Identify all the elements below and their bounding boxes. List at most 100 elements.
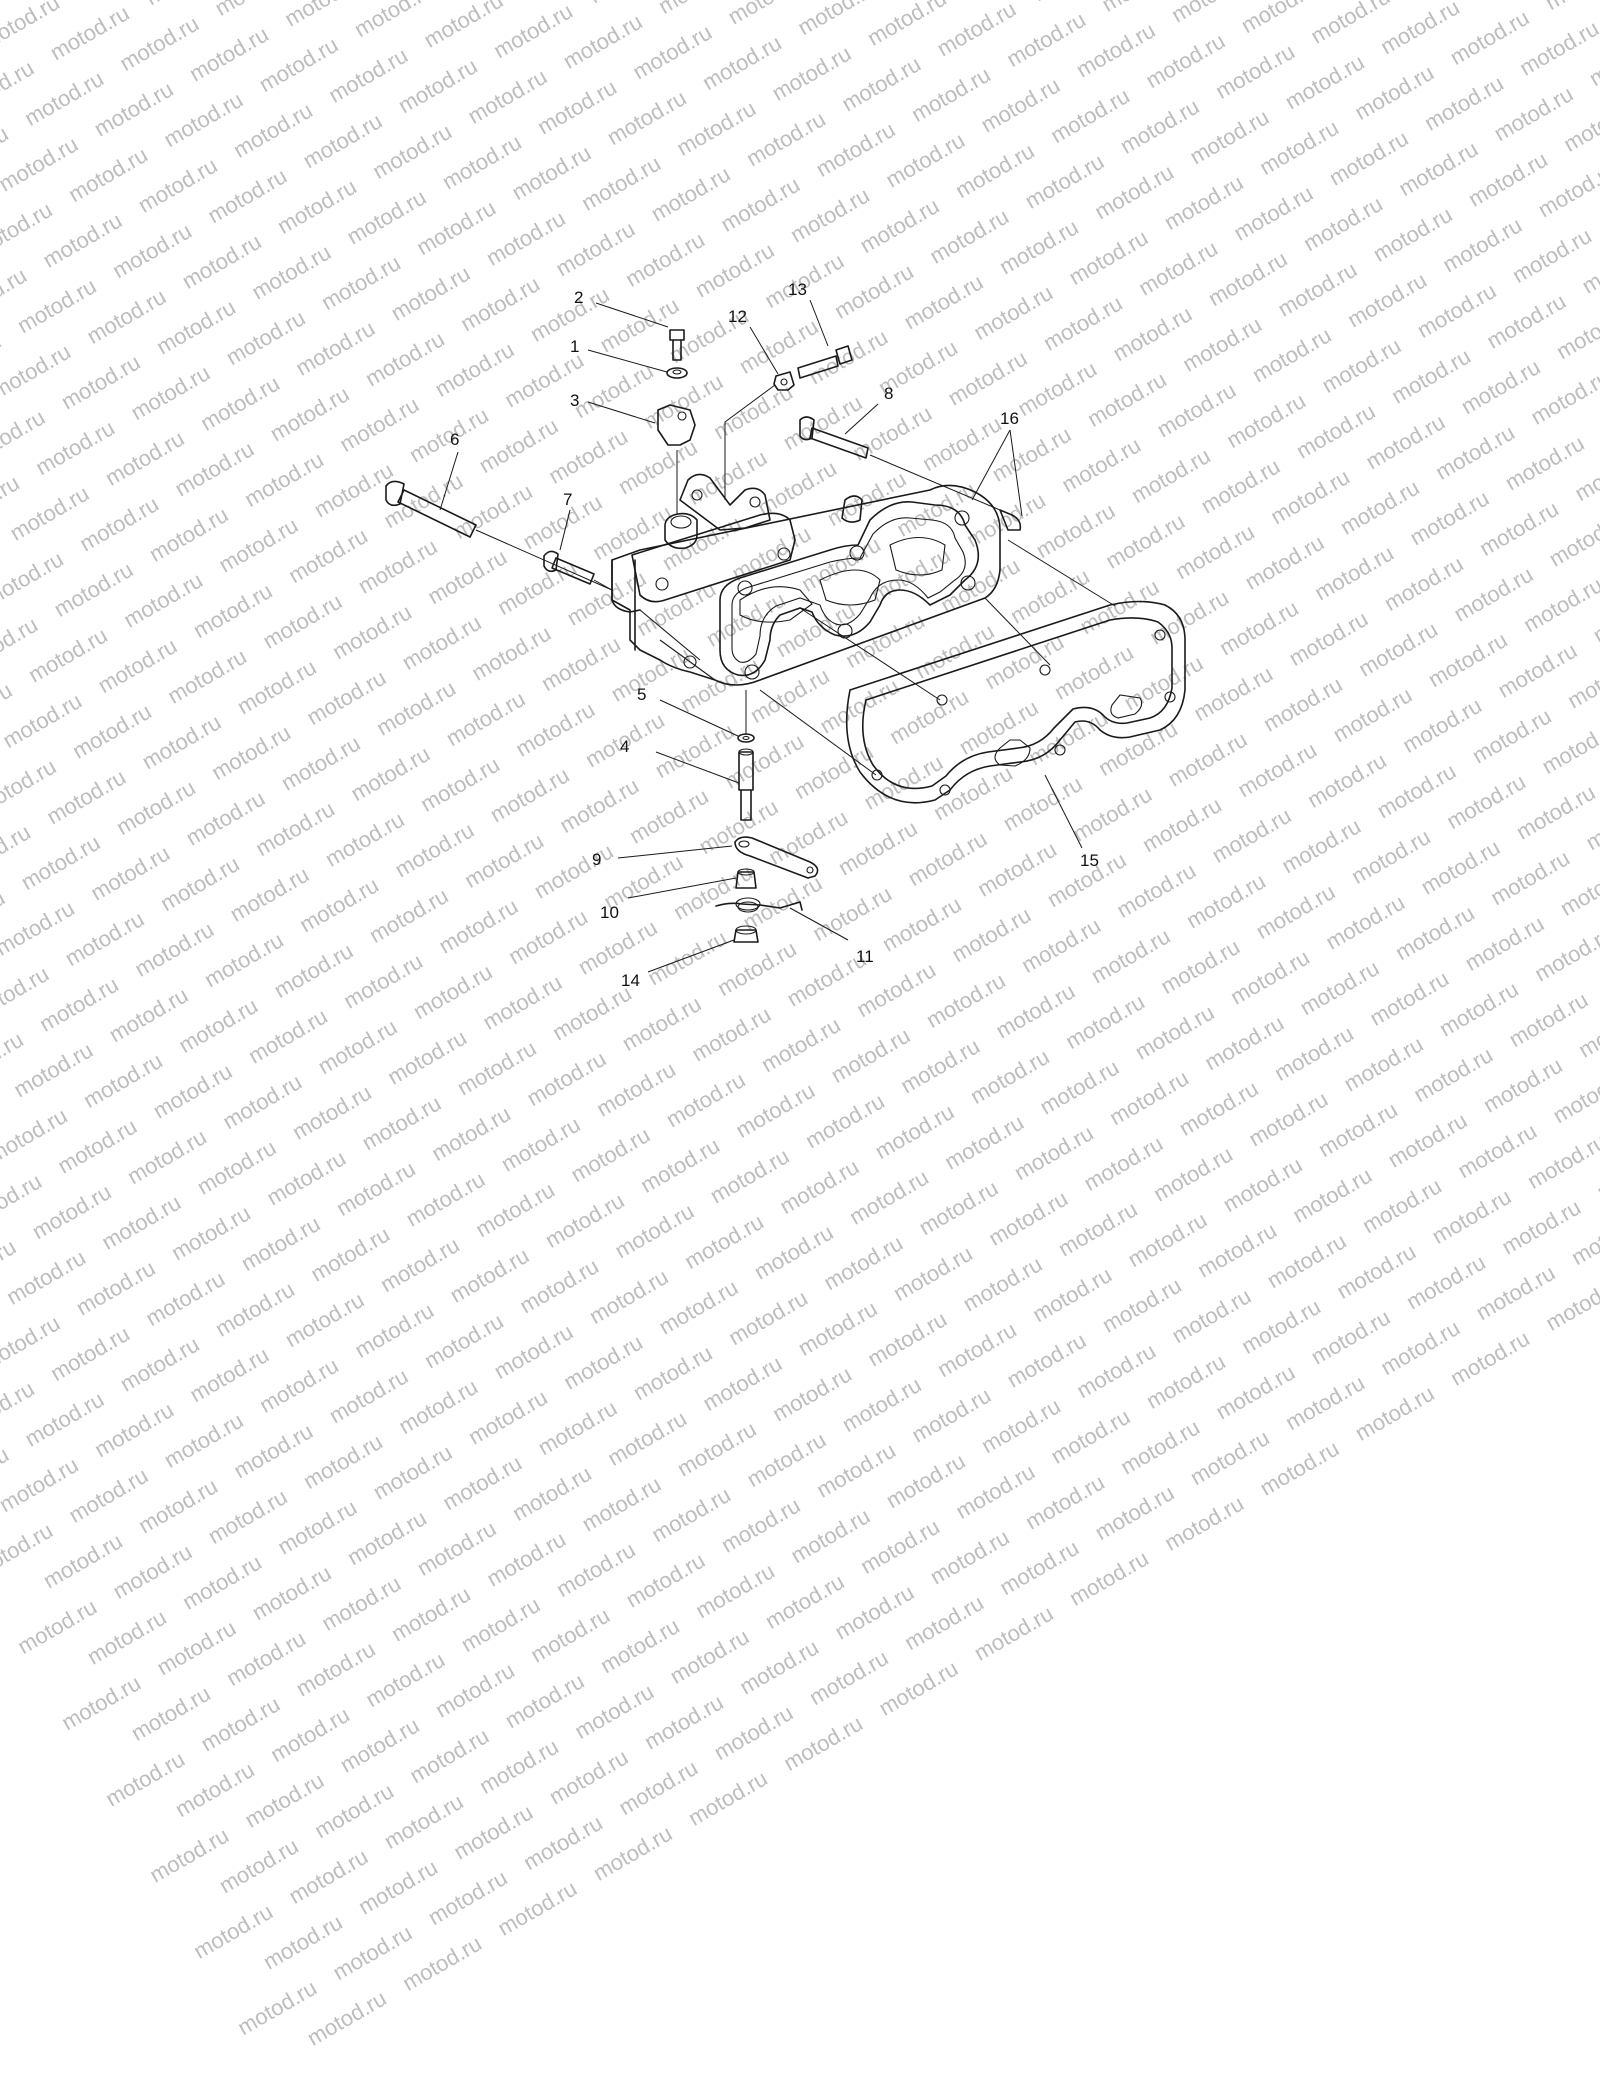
watermark-text: motod.ru bbox=[423, 1864, 512, 1931]
watermark-text: motod.ru bbox=[1255, 1435, 1344, 1501]
watermark-text: motod.ru bbox=[46, 1320, 134, 1386]
watermark-text: motod.ru bbox=[13, 1593, 101, 1659]
washer-part-1 bbox=[666, 367, 688, 379]
spring-part-11 bbox=[715, 897, 803, 913]
watermark-text: motod.ru bbox=[672, 1416, 761, 1482]
watermark-text: motod.ru bbox=[863, 1306, 952, 1372]
watermark-text: motod.ru bbox=[1185, 1424, 1274, 1491]
watermark-text: motod.ru bbox=[819, 1230, 908, 1296]
watermark-text: motod.ru bbox=[621, 1547, 710, 1613]
watermark-text: motod.ru bbox=[977, 1393, 1065, 1459]
watermark-text: motod.ru bbox=[735, 1634, 823, 1700]
watermark-text: motod.ru bbox=[0, 1517, 57, 1583]
watermark-text: motod.ru bbox=[544, 1744, 633, 1810]
watermark-text: motod.ru bbox=[189, 1898, 277, 1964]
watermark-text: motod.ru bbox=[647, 1481, 735, 1548]
watermark-text: motod.ru bbox=[222, 1625, 310, 1691]
watermark-text: motod.ru bbox=[969, 1600, 1058, 1666]
watermark-text: motod.ru bbox=[577, 1471, 666, 1537]
callout-9: 9 bbox=[592, 850, 601, 869]
watermark-text: motod.ru bbox=[519, 1809, 607, 1876]
watermark-text: motod.ru bbox=[1281, 1369, 1369, 1436]
watermark-text: motod.ru bbox=[595, 1613, 684, 1679]
bolt-part-2 bbox=[669, 329, 685, 361]
watermark-text: motod.ru bbox=[526, 1602, 615, 1668]
watermark-text: motod.ru bbox=[680, 1208, 768, 1274]
watermark-text: motod.ru bbox=[804, 1644, 893, 1711]
watermark-text: motod.ru bbox=[394, 1373, 483, 1439]
watermark-text: motod.ru bbox=[0, 1375, 39, 1441]
watermark-text: motod.ru bbox=[170, 1756, 259, 1823]
watermark-text: motod.ru bbox=[0, 1234, 21, 1300]
watermark-text: motod.ru bbox=[375, 1232, 464, 1298]
bolt-part-7 bbox=[543, 550, 595, 585]
callout-4: 4 bbox=[620, 737, 629, 756]
watermark-text: motod.ru bbox=[159, 1407, 248, 1473]
watermark-text: motod.ru bbox=[324, 1363, 413, 1429]
callout-1: 1 bbox=[570, 337, 579, 356]
watermark-text: motod.ru bbox=[38, 1528, 127, 1594]
watermark-text: motod.ru bbox=[1402, 1249, 1490, 1315]
watermark-text: motod.ru bbox=[233, 1974, 321, 2041]
callout-15: 15 bbox=[1080, 851, 1099, 870]
watermark-text: motod.ru bbox=[328, 1919, 417, 1986]
watermark-text: motod.ru bbox=[709, 1699, 798, 1766]
watermark-text: motod.ru bbox=[570, 1678, 659, 1744]
watermark-text: motod.ru bbox=[463, 1384, 552, 1450]
watermark-text: motod.ru bbox=[760, 1568, 849, 1634]
watermark-text: motod.ru bbox=[724, 1285, 812, 1351]
watermark-text: motod.ru bbox=[240, 1767, 329, 1833]
watermark-text: motod.ru bbox=[0, 1280, 20, 1373]
callout-2: 2 bbox=[574, 288, 583, 307]
exploded-view-diagram: 2 1 3 12 13 8 6 7 16 5 4 9 10 11 14 15 bbox=[385, 280, 1186, 990]
watermark-text: motod.ru bbox=[691, 1558, 779, 1624]
watermark-text: motod.ru bbox=[995, 1534, 1084, 1601]
watermark-text: motod.ru bbox=[881, 1448, 970, 1514]
watermark-text: motod.ru bbox=[533, 1395, 622, 1461]
watermark-text: motod.ru bbox=[57, 1670, 145, 1736]
watermark-text: motod.ru bbox=[588, 1820, 677, 1886]
nut-part-12 bbox=[773, 371, 795, 391]
watermark-text: motod.ru bbox=[284, 1843, 373, 1909]
watermark-text: motod.ru bbox=[0, 1441, 13, 1507]
watermark-text: motod.ru bbox=[907, 1382, 996, 1448]
watermark-text: motod.ru bbox=[71, 1255, 160, 1321]
watermark-text: motod.ru bbox=[559, 1329, 647, 1395]
bolt-part-8 bbox=[799, 416, 869, 459]
watermark-text: motod.ru bbox=[90, 1397, 178, 1463]
watermark-text: motod.ru bbox=[768, 1361, 856, 1427]
callout-10: 10 bbox=[600, 903, 619, 922]
watermark-text: motod.ru bbox=[1446, 1325, 1534, 1391]
watermark-text: motod.ru bbox=[1160, 1490, 1248, 1556]
watermark-text: motod.ru bbox=[874, 1655, 963, 1721]
watermark-text: motod.ru bbox=[445, 1242, 534, 1308]
watermark-text: motod.ru bbox=[0, 1310, 65, 1376]
gasket-part-15 bbox=[845, 600, 1186, 804]
watermark-text: motod.ru bbox=[1065, 1545, 1153, 1611]
bolt-part-6 bbox=[385, 480, 477, 538]
watermark-text: motod.ru bbox=[101, 1746, 189, 1812]
watermark-text: motod.ru bbox=[368, 1439, 457, 1505]
watermark-text: motod.ru bbox=[0, 1452, 83, 1518]
watermark-text: motod.ru bbox=[145, 1822, 233, 1888]
watermark-text: motod.ru bbox=[1123, 1206, 1212, 1273]
watermark-text: motod.ru bbox=[500, 1668, 589, 1734]
watermark-text: motod.ru bbox=[482, 1526, 571, 1592]
watermark-text: motod.ru bbox=[196, 1691, 285, 1757]
watermark-text: motod.ru bbox=[933, 1316, 1021, 1383]
watermark-text: motod.ru bbox=[431, 1657, 519, 1723]
watermark-text: motod.ru bbox=[628, 1340, 717, 1406]
callout-labels: 2 1 3 12 13 8 6 7 16 5 4 9 10 11 14 15 bbox=[450, 280, 1099, 990]
intake-manifold-body bbox=[611, 473, 1022, 686]
watermark-text: motod.ru bbox=[584, 1263, 673, 1329]
watermark-text: motod.ru bbox=[379, 1788, 468, 1854]
watermark-text: motod.ru bbox=[812, 1437, 900, 1503]
watermark-text: motod.ru bbox=[1350, 1380, 1439, 1446]
watermark-text: motod.ru bbox=[108, 1538, 197, 1604]
watermark-text: motod.ru bbox=[654, 1274, 743, 1340]
bushing-part-10 bbox=[735, 868, 757, 889]
watermark-text: motod.ru bbox=[475, 1733, 563, 1799]
watermark-text: motod.ru bbox=[951, 1458, 1040, 1524]
washer-part-5 bbox=[737, 733, 755, 743]
